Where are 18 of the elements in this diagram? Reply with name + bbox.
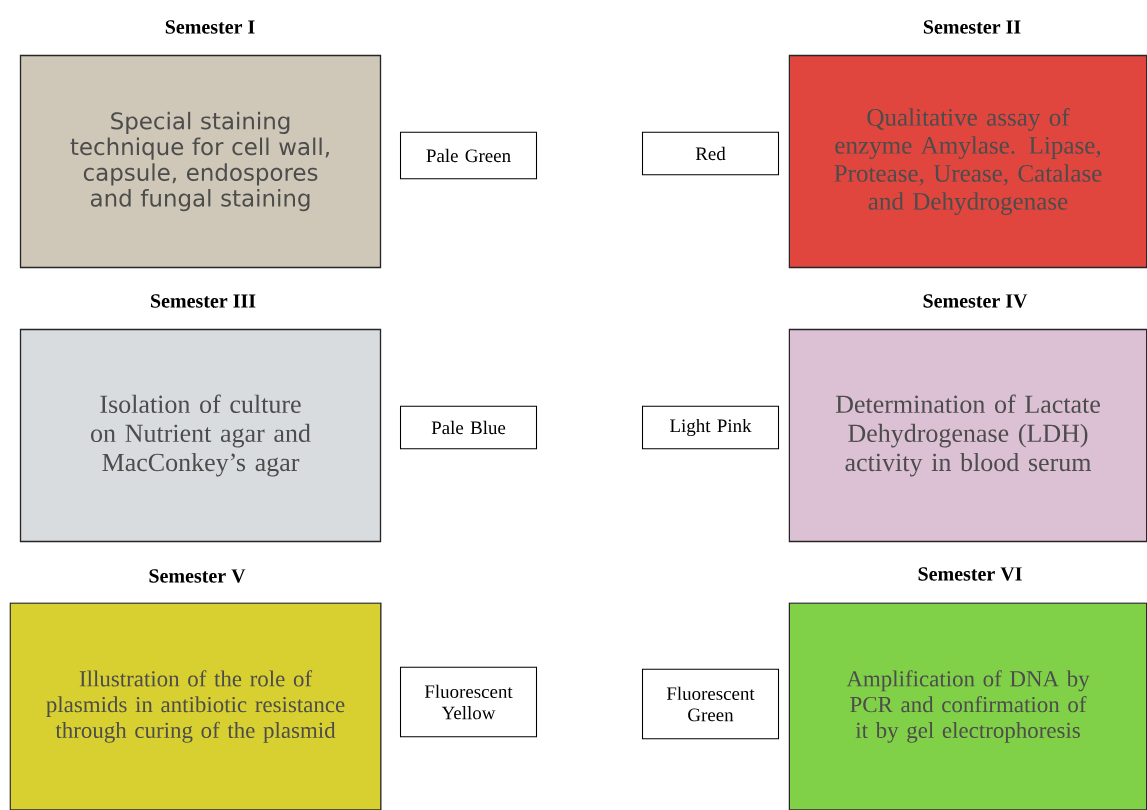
heading: Semester II <box>923 20 1021 34</box>
card-text: Determination of Lactate Dehydrogenase (LDH) activity in blood serum <box>835 394 1100 477</box>
label-box: Light Pink <box>641 405 780 450</box>
heading: Semester I <box>165 20 255 34</box>
label-box: Fluorescent Yellow <box>399 666 538 738</box>
heading: Semester VI <box>918 567 1022 581</box>
card-text: Illustration of the role of plasmids in antibiotic resistance through curing of the plasmid <box>46 670 345 743</box>
heading: Semester III <box>151 294 256 308</box>
label-box: Red <box>641 131 780 176</box>
card-text: Special staining technique for cell wall, capsule, endospores and fungal staining <box>70 111 329 212</box>
card-text: Qualitative assay of enzyme Amylase. Lipase, Protease, Urease, Catalase and Dehydrogenase <box>834 107 1102 216</box>
heading: Semester IV <box>923 294 1028 308</box>
heading: Semester V <box>149 569 246 583</box>
card-text: Amplification of DNA by PCR and confirmation of it by gel electrophoresis <box>846 670 1090 743</box>
label-box: Pale Green <box>399 131 538 180</box>
card-text: Isolation of culture on Nutrient agar and MacConkey’s agar <box>91 394 311 477</box>
label-box: Fluorescent Green <box>641 668 780 740</box>
label-box: Pale Blue <box>399 405 538 450</box>
